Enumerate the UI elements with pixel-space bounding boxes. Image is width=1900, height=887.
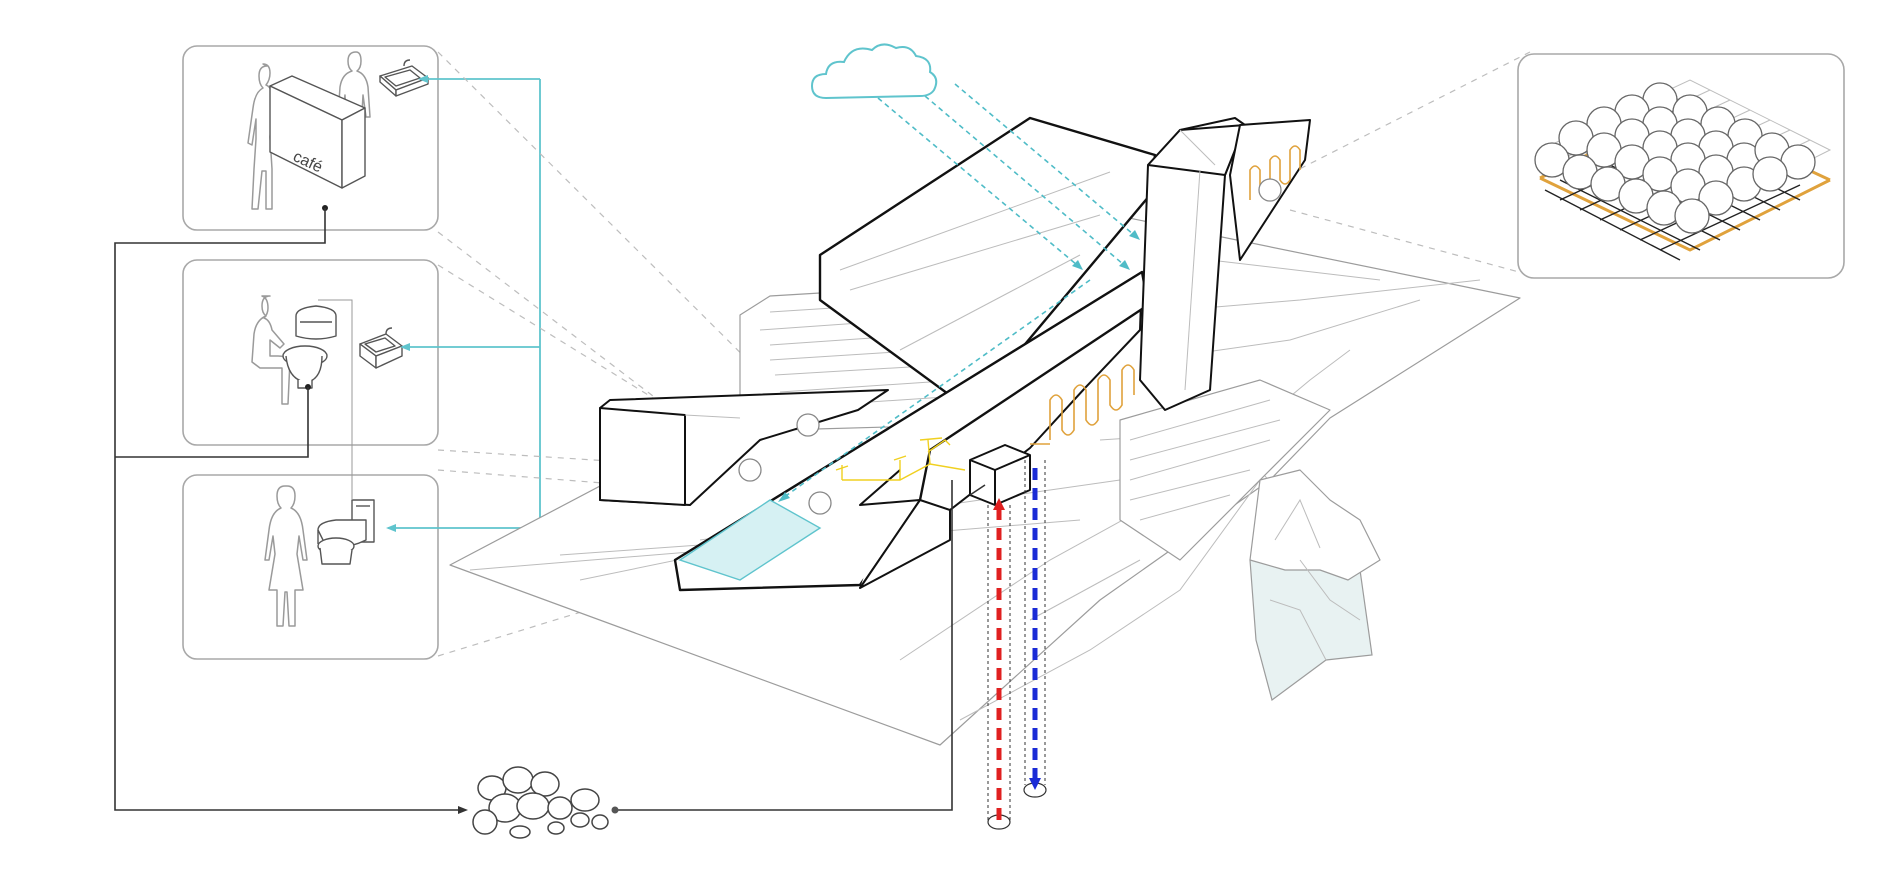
geothermal-loop (987, 460, 1047, 830)
cafe-panel: café (114, 45, 465, 811)
radiant-heating-coil (1030, 145, 1301, 445)
ball-grid-detail-icon (1534, 79, 1832, 261)
cloud-icon (810, 43, 938, 100)
ball-grid-detail-panel (1517, 53, 1845, 279)
rain-collection-lines (778, 83, 1141, 502)
callout-marker (1258, 178, 1282, 202)
rock-outcrop (1249, 469, 1381, 702)
callout-marker (808, 491, 832, 515)
callout-marker (796, 413, 820, 437)
graywater-return-line (458, 480, 953, 814)
pebbles-icon (472, 766, 609, 839)
electrical-wiring (835, 437, 966, 481)
toilet-icon (317, 499, 375, 565)
sink-icon (359, 327, 403, 369)
restroom-panel-seated (115, 259, 439, 458)
restroom-panel-standing (182, 300, 439, 660)
mechanical-unit-box (969, 444, 1031, 506)
building-wedge (673, 270, 1150, 592)
sink-icon (379, 59, 429, 97)
toilet-icon (282, 305, 337, 389)
cafe-counter-icon: café (269, 75, 366, 189)
standing-woman-icon (264, 485, 308, 627)
callout-marker (738, 458, 762, 482)
